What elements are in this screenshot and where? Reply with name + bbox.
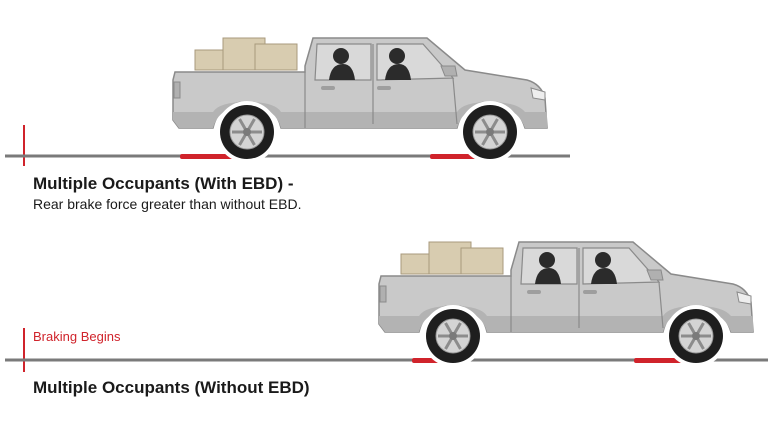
occupant-head xyxy=(333,48,349,64)
pickup-truck xyxy=(172,37,548,163)
front-wheel xyxy=(459,101,521,163)
rear-wheel xyxy=(216,101,278,163)
door-handle xyxy=(377,86,391,90)
panel-title-with-ebd: Multiple Occupants (With EBD) - xyxy=(33,174,294,193)
front-wheel xyxy=(665,305,727,367)
occupant-body xyxy=(329,64,355,80)
door-handle xyxy=(527,290,541,294)
cargo-box xyxy=(254,43,298,71)
hub xyxy=(692,332,700,340)
cargo-box xyxy=(400,253,432,275)
panel-subtitle-with-ebd: Rear brake force greater than without EB… xyxy=(33,196,302,212)
scene-with-ebd xyxy=(5,37,570,166)
hub xyxy=(449,332,457,340)
side-mirror xyxy=(646,269,664,281)
scene-without-ebd xyxy=(5,241,768,372)
occupant-body xyxy=(591,268,617,284)
cargo-box xyxy=(194,49,226,71)
hub xyxy=(486,128,494,136)
occupant-head xyxy=(389,48,405,64)
pickup-truck xyxy=(378,241,754,367)
tail-light xyxy=(173,81,181,99)
cargo-box xyxy=(460,247,504,275)
occupant-body xyxy=(385,64,411,80)
occupant-head xyxy=(595,252,611,268)
occupant-body xyxy=(535,268,561,284)
headlight xyxy=(736,291,752,305)
door-seam xyxy=(658,281,664,329)
rear-wheel xyxy=(422,305,484,367)
door-seam xyxy=(452,77,458,125)
side-mirror xyxy=(440,65,458,77)
braking-begins-label: Braking Begins xyxy=(33,329,121,344)
hub xyxy=(243,128,251,136)
panel-title-without-ebd: Multiple Occupants (Without EBD) xyxy=(33,378,310,397)
door-handle xyxy=(321,86,335,90)
tail-light xyxy=(379,285,387,303)
occupant-head xyxy=(539,252,555,268)
rear-skid-mark xyxy=(180,154,238,159)
door-handle xyxy=(583,290,597,294)
headlight xyxy=(530,87,546,101)
